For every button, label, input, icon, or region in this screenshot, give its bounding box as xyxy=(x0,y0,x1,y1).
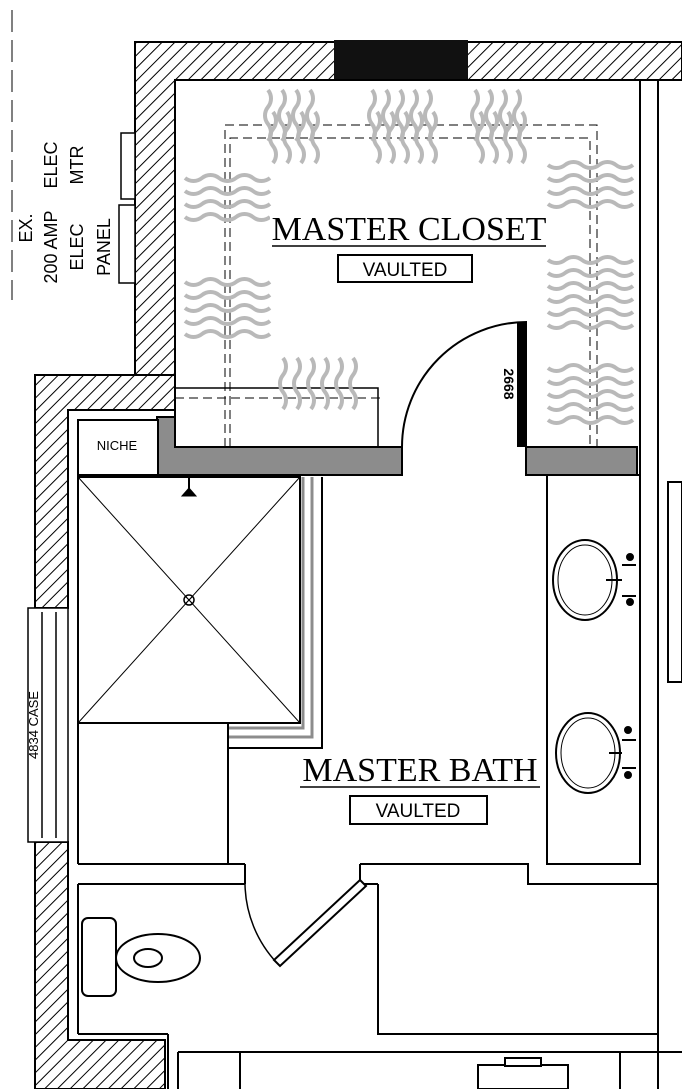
panel-label-amp: 200 AMP xyxy=(41,210,61,283)
niche-label: NICHE xyxy=(97,438,138,453)
shower xyxy=(77,476,323,749)
bath-walls xyxy=(67,475,682,1089)
header-beam xyxy=(334,40,468,80)
sink-icon xyxy=(555,712,636,794)
closet-outline xyxy=(174,79,641,447)
interior-headers xyxy=(156,416,638,476)
drain-icon xyxy=(183,594,195,606)
closet-door[interactable] xyxy=(401,321,528,448)
closet-room-label: MASTER CLOSET VAULTED xyxy=(270,206,547,283)
vanity xyxy=(546,474,641,865)
meter-label-elec: ELEC xyxy=(41,141,61,188)
closet-ceiling: VAULTED xyxy=(363,260,448,281)
shower-head-icon xyxy=(180,477,198,497)
door-size-label: 2668 xyxy=(501,368,517,399)
toilet-icon xyxy=(81,917,201,997)
closet-shelf-lines xyxy=(175,124,598,447)
panel-label-elec: ELEC xyxy=(67,223,87,270)
bath-room-label: MASTER BATH VAULTED xyxy=(300,752,540,825)
window-size-label: 4834 CASE xyxy=(26,691,41,759)
bath-ceiling: VAULTED xyxy=(376,801,461,822)
electrical-panel: EX. 200 AMP ELEC PANEL ELEC MTR xyxy=(11,10,136,300)
fixture-icon xyxy=(477,1057,569,1089)
sink-icon xyxy=(552,539,636,621)
toilet-room-door[interactable] xyxy=(244,878,368,968)
closet-bench xyxy=(175,387,379,447)
window: 4834 CASE xyxy=(26,607,69,843)
bath-name: MASTER BATH xyxy=(302,752,537,789)
panel-label-ex: EX. xyxy=(16,213,36,242)
niche: NICHE xyxy=(77,419,159,476)
right-wall xyxy=(639,80,682,1089)
meter-label-name: MTR xyxy=(67,146,87,185)
closet-name: MASTER CLOSET xyxy=(272,211,547,248)
panel-label-name: PANEL xyxy=(94,218,114,276)
